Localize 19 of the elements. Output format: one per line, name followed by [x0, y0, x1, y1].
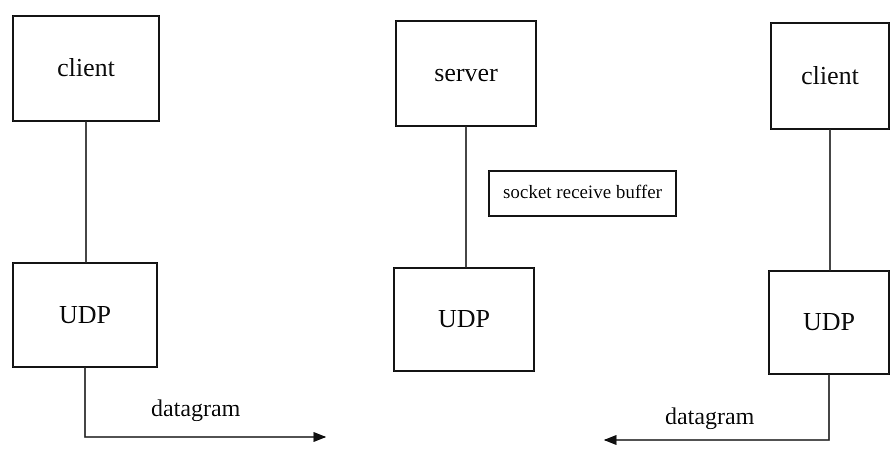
connector-line — [85, 122, 87, 262]
buffer-box — [488, 170, 677, 217]
node-label: UDP — [802, 308, 855, 337]
node-label: client — [801, 62, 859, 90]
node-label: UDP — [58, 300, 111, 330]
process-box — [393, 267, 535, 372]
node-label: UDP — [438, 305, 490, 334]
process-box — [12, 262, 158, 368]
arrow — [604, 375, 830, 446]
process-box — [770, 22, 890, 130]
connector-line — [465, 127, 467, 267]
arrow — [84, 368, 326, 442]
node-label: server — [434, 59, 498, 88]
connector-line — [829, 130, 831, 270]
node-label: socket receive buffer — [503, 183, 662, 204]
process-box — [395, 20, 537, 127]
process-box — [12, 15, 160, 122]
process-box — [768, 270, 890, 375]
node-label: client — [57, 54, 115, 83]
